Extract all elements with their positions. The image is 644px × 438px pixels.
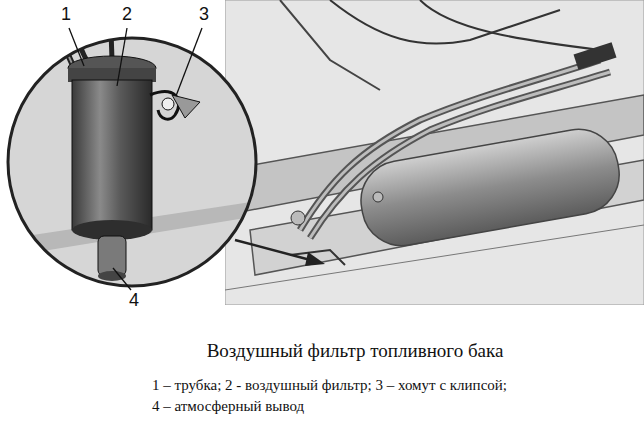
- magnifier-circle: [8, 38, 256, 286]
- figure-caption: Воздушный фильтр топливного бака: [207, 340, 504, 362]
- leader-line: [176, 28, 202, 96]
- underbody-view: [225, 0, 644, 305]
- callout-number: 2: [122, 4, 132, 25]
- callout-number: 3: [199, 4, 209, 25]
- leader-line: [113, 268, 131, 290]
- key-text: 1 – трубка; 2 - воздушный фильтр; 3 – хо…: [152, 377, 507, 394]
- callout-number: 1: [61, 4, 71, 25]
- key-text: 4 – атмосферный вывод: [152, 398, 304, 415]
- callout-number: 4: [129, 290, 139, 311]
- pointer-line: [235, 240, 318, 262]
- leader-line: [69, 28, 84, 66]
- leader-line: [117, 28, 127, 86]
- filter-detail: [0, 0, 264, 281]
- pointer-arrowhead: [305, 252, 325, 266]
